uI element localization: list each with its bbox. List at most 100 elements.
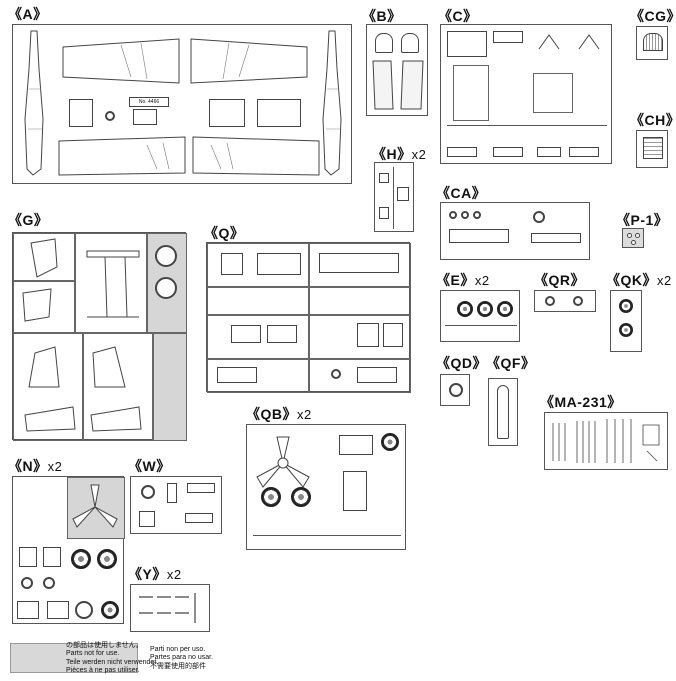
- wheel-part: [497, 301, 513, 317]
- canopy-part: [375, 33, 393, 53]
- sprue-qf: [488, 378, 518, 446]
- part-frame: [453, 65, 489, 121]
- sprue-label-qd: 《QD》: [436, 355, 487, 371]
- part-q10: [231, 325, 261, 343]
- legend-line-zh: 不需要使用的部件: [150, 662, 206, 670]
- spinner-part: [381, 433, 399, 451]
- sprue-e: [440, 290, 520, 342]
- part-n: [43, 577, 55, 589]
- tail-fin-part: [24, 346, 142, 432]
- part-qk-wheel: [619, 299, 633, 313]
- part-q-frame: [207, 359, 309, 393]
- wheel-part: [71, 549, 91, 569]
- part-q18: [331, 369, 341, 379]
- photo-etch-parts: [552, 419, 660, 463]
- sprue-h: [374, 162, 414, 232]
- wing-lower-left-part: [58, 136, 186, 176]
- part-w: [139, 511, 155, 527]
- part-bracket: [538, 34, 600, 50]
- part-g-frame: [13, 333, 83, 441]
- part-qb: [343, 471, 367, 511]
- legend-line-it: Parti non per uso.: [150, 646, 206, 653]
- part-q-frame: [309, 315, 411, 359]
- sprue-ca: [440, 202, 590, 260]
- wing-upper-left-part: [62, 38, 180, 84]
- sprue-label-h: 《H》x2: [372, 146, 427, 162]
- part-p1: [627, 233, 632, 238]
- sprue-label-n: 《N》x2: [8, 458, 63, 474]
- part-n: [21, 577, 33, 589]
- legend-line-en: Parts not for use.: [66, 650, 120, 658]
- sprue-label-y: 《Y》x2: [128, 566, 182, 582]
- part-ca-wheel: [473, 211, 481, 219]
- part-c17: [493, 31, 523, 43]
- sprue-ma231: [544, 412, 668, 470]
- unused-parts-swatch: [10, 643, 138, 673]
- part-w: [185, 513, 213, 523]
- landing-gear-door-part: [22, 238, 140, 322]
- part-n14: [47, 601, 69, 619]
- part-q-frame: [207, 287, 309, 315]
- wing-lower-right-part: [192, 136, 320, 176]
- part-w: [141, 485, 155, 499]
- sprue-label-ca: 《CA》: [436, 185, 487, 201]
- sprue-qr: [534, 290, 596, 312]
- sprue-label-qr: 《QR》: [534, 272, 585, 288]
- sprue-g: [12, 232, 187, 441]
- sprue-y-count: x2: [166, 567, 182, 582]
- part-q-frame: [309, 287, 411, 315]
- legend-line-fr: Pièces à ne pas utiliser.: [66, 667, 140, 675]
- part-n13: [17, 601, 39, 619]
- wheel-part: [477, 301, 493, 317]
- sprue-label-q: 《Q》: [204, 225, 245, 241]
- sprue-label-qf: 《QF》: [486, 355, 536, 371]
- sprue-n-count: x2: [47, 459, 63, 474]
- wing-upper-right-part: [190, 38, 308, 84]
- part-q19: [357, 367, 397, 383]
- legend-line-es: Partes para no usar.: [150, 654, 214, 662]
- part-c1: [447, 31, 487, 57]
- sprue-runner: [445, 325, 517, 326]
- part-w: [167, 483, 177, 503]
- part-h: [379, 207, 389, 219]
- part-q1: [221, 253, 243, 275]
- sprue-runner: [393, 167, 394, 229]
- nameplate-part: No. 4466: [129, 97, 169, 107]
- sprue-cg: [636, 26, 668, 60]
- part-g-frame: [75, 233, 147, 333]
- part-n15: [75, 601, 93, 619]
- wheel-part: [97, 549, 117, 569]
- part-g-frame: [13, 281, 75, 333]
- sprue-label-qk: 《QK》x2: [606, 272, 672, 288]
- sprue-qk-count: x2: [657, 273, 672, 288]
- part-g-unused: [153, 333, 187, 441]
- sprue-label-cg: 《CG》: [630, 8, 676, 24]
- sprue-label-g: 《G》: [8, 212, 49, 228]
- part-g-frame: [13, 233, 75, 281]
- part-c13: [447, 147, 477, 157]
- legend-text-left: の部品は使用しません。 Parts not for use. Teile wer…: [66, 642, 158, 676]
- sprue-label-c: 《C》: [438, 8, 478, 24]
- sprue-label-a: 《A》: [8, 6, 48, 22]
- fuselage-left-part: [24, 30, 44, 176]
- panel-part: [257, 99, 301, 127]
- panel-part: [209, 99, 245, 127]
- part-frame: [533, 73, 573, 113]
- legend-line-de: Teile werden nicht verwendet.: [66, 658, 159, 666]
- part-qr: [573, 296, 583, 306]
- sprue-n: [12, 476, 125, 624]
- panel-part: [69, 99, 93, 127]
- part-y: [139, 593, 196, 623]
- part-ca: [531, 233, 581, 243]
- part-qr: [545, 296, 555, 306]
- legend-text-right: Parti non per uso. Partes para no usar. …: [150, 646, 213, 671]
- part-q-frame: [207, 243, 309, 287]
- fuselage-right-part: [322, 30, 342, 176]
- windscreen-part: [372, 60, 424, 110]
- wheel-part: [291, 487, 311, 507]
- sprue-qk: [610, 290, 642, 352]
- propeller-part: [256, 436, 310, 488]
- part-w: [187, 483, 215, 493]
- sprue-label-ma231: 《MA-231》: [540, 394, 622, 410]
- sprue-a: No. 4466: [12, 24, 352, 184]
